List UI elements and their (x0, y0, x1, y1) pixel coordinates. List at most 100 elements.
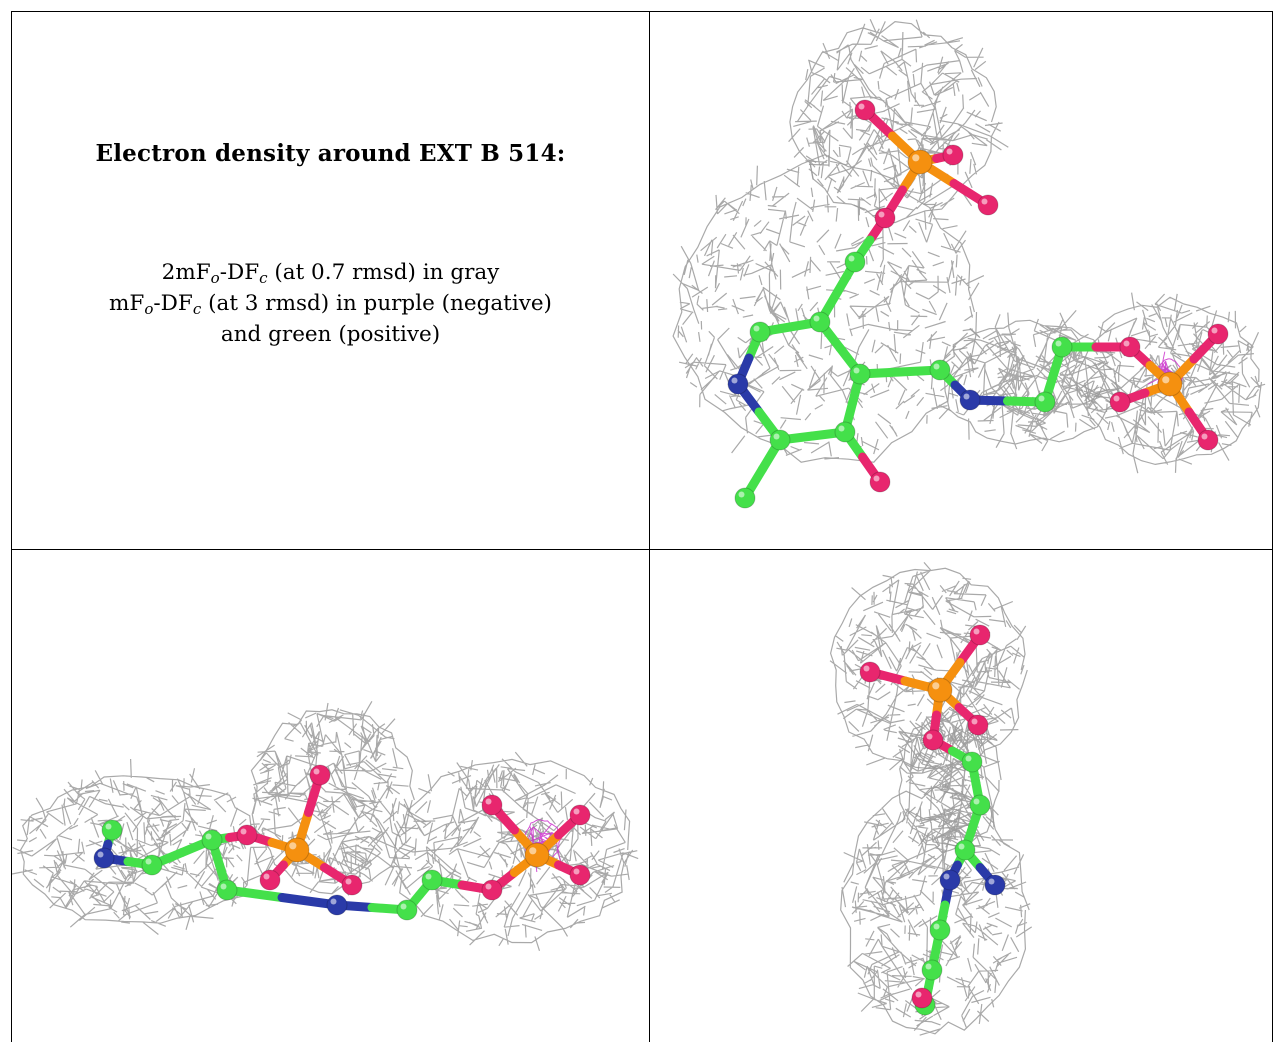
row-divider (11, 549, 1273, 550)
caption-cell: Electron density around EXT B 514: 2mFo-… (12, 12, 649, 549)
oxygen-atom-highlight (973, 628, 980, 635)
oxygen-atom-highlight (485, 883, 492, 890)
carbon-atom-highlight (848, 255, 855, 262)
carbon-atom-highlight (425, 873, 432, 880)
oxygen-atom-highlight (573, 868, 580, 875)
oxygen-atom (977, 194, 999, 216)
oxygen-atom (869, 471, 891, 493)
density-mesh-gray (672, 18, 1266, 474)
oxygen-atom-highlight (1123, 340, 1130, 347)
nitrogen-atom-highlight (943, 873, 950, 880)
phosphorus-atom-highlight (1162, 376, 1170, 384)
carbon-atom-highlight (813, 315, 820, 322)
nitrogen-atom-highlight (731, 377, 738, 384)
legend-line-fofc: mFo-DFc (at 3 rmsd) in purple (negative) (109, 291, 552, 318)
oxygen-atom (481, 879, 503, 901)
carbon-atom (969, 794, 991, 816)
carbon-atom-highlight (925, 963, 932, 970)
carbon-atom (961, 751, 983, 773)
oxygen-atom-highlight (1201, 433, 1208, 440)
carbon-atom (216, 879, 238, 901)
carbon-atom (929, 359, 951, 381)
oxygen-atom-highlight (915, 991, 922, 998)
nitrogen-atom (984, 874, 1006, 896)
oxygen-atom-highlight (573, 808, 580, 815)
phosphorus-atom-highlight (932, 682, 940, 690)
carbon-atom (421, 869, 443, 891)
mesh-blob (384, 751, 639, 951)
carbon-atom (141, 854, 163, 876)
oxygen-atom-highlight (263, 873, 270, 880)
nitrogen-atom-highlight (988, 878, 995, 885)
oxygen-atom-highlight (345, 878, 352, 885)
oxygen-atom-highlight (873, 475, 880, 482)
carbon-atom (396, 899, 418, 921)
nitrogen-atom-highlight (963, 393, 970, 400)
nitrogen-atom (326, 894, 348, 916)
oxygen-atom-highlight (863, 665, 870, 672)
carbon-atom (929, 919, 951, 941)
legend-line-2fofc: 2mFo-DFc (at 0.7 rmsd) in gray (161, 260, 500, 287)
nitrogen-atom (939, 869, 961, 891)
carbon-atom (1034, 391, 1056, 413)
oxygen-atom (569, 804, 591, 826)
ligand-model (859, 624, 1006, 1016)
carbon-atom-highlight (933, 923, 940, 930)
oxygen-atom-highlight (971, 718, 978, 725)
mesh-blob (1072, 292, 1266, 474)
carbon-atom-highlight (973, 798, 980, 805)
oxygen-atom-highlight (1211, 327, 1218, 334)
oxygen-atom-highlight (240, 828, 247, 835)
oxygen-atom-highlight (946, 148, 953, 155)
oxygen-atom-highlight (878, 211, 885, 218)
phosphorus-atom (1157, 371, 1183, 397)
nitrogen-atom-highlight (330, 898, 337, 905)
carbon-atom-highlight (853, 367, 860, 374)
oxygen-atom (859, 661, 881, 683)
carbon-atom-highlight (1038, 395, 1045, 402)
oxygen-atom (969, 624, 991, 646)
phosphorus-atom (927, 677, 953, 703)
oxygen-atom (922, 729, 944, 751)
oxygen-atom (1207, 323, 1229, 345)
oxygen-atom (854, 99, 876, 121)
oxygen-atom-highlight (926, 733, 933, 740)
carbon-atom (954, 839, 976, 861)
carbon-atom (921, 959, 943, 981)
phosphorus-atom (907, 149, 933, 175)
oxygen-atom (1119, 336, 1141, 358)
mesh-blob (672, 154, 985, 463)
oxygen-atom-highlight (485, 798, 492, 805)
carbon-atom-highlight (838, 425, 845, 432)
oxygen-atom (259, 869, 281, 891)
ligand-model (727, 99, 1229, 509)
view-bottom-right (829, 562, 1033, 1036)
phosphorus-atom-highlight (529, 847, 537, 855)
table-frame (11, 11, 1273, 1042)
ligand-model (93, 764, 591, 921)
carbon-atom-highlight (105, 823, 112, 830)
mesh-blob (12, 758, 275, 935)
carbon-atom (101, 819, 123, 841)
carbon-atom-highlight (965, 755, 972, 762)
oxygen-atom (569, 864, 591, 886)
oxygen-atom (874, 207, 896, 229)
carbon-atom (769, 429, 791, 451)
carbon-atom-highlight (220, 883, 227, 890)
oxygen-atom (236, 824, 258, 846)
carbon-atom-highlight (205, 833, 212, 840)
legend-line-fofc-cont: and green (positive) (220, 322, 441, 347)
oxygen-atom (942, 144, 964, 166)
column-divider (649, 11, 650, 1042)
caption-title: Electron density around EXT B 514: (95, 140, 566, 167)
carbon-atom (734, 487, 756, 509)
carbon-atom (844, 251, 866, 273)
oxygen-atom (1197, 429, 1219, 451)
oxygen-atom (309, 764, 331, 786)
oxygen-atom (481, 794, 503, 816)
oxygen-atom (967, 714, 989, 736)
nitrogen-atom-highlight (97, 851, 104, 858)
caption-legend: 2mFo-DFc (at 0.7 rmsd) in gray mFo-DFc (… (12, 257, 649, 350)
carbon-atom-highlight (1055, 340, 1062, 347)
carbon-atom-highlight (958, 843, 965, 850)
